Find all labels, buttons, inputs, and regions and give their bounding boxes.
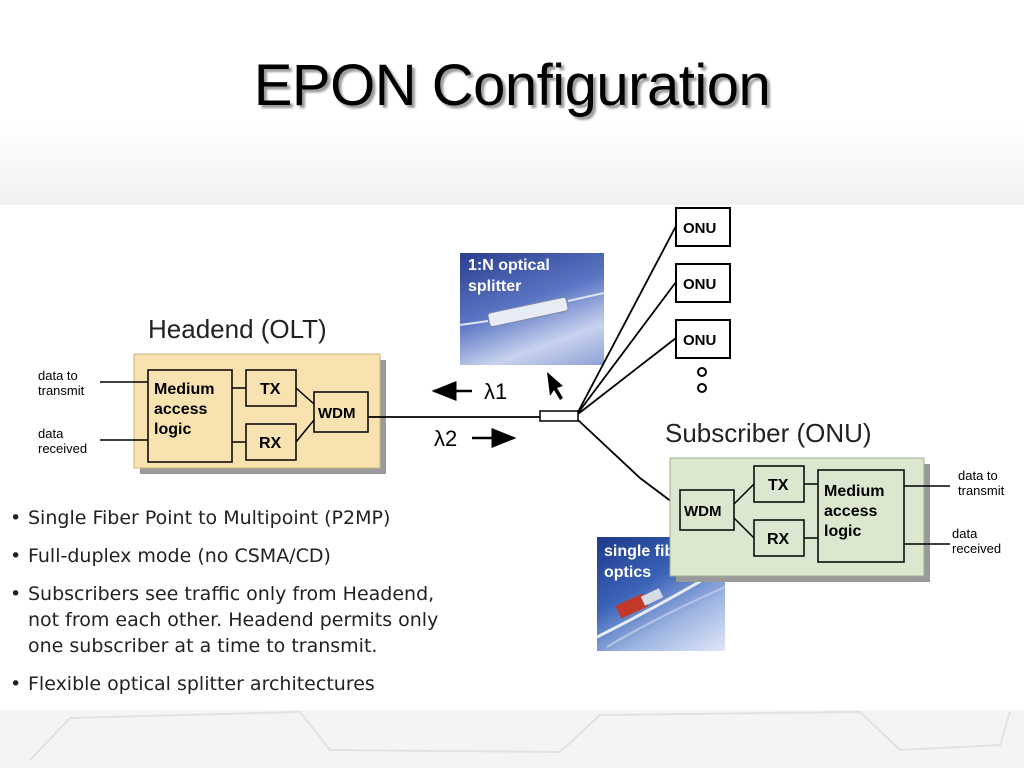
slide-footer-background <box>0 710 1024 768</box>
bullet-text-line1: Subscribers see traffic only from Headen… <box>28 583 435 605</box>
wavelength-downstream-label: λ2 <box>434 426 457 451</box>
splitter-symbol <box>539 410 579 422</box>
onu-box-2-label: ONU <box>683 276 716 293</box>
footer-decoration <box>29 710 1011 761</box>
onu-mac-block <box>817 469 905 563</box>
onu-tx-label: TX <box>768 477 789 494</box>
onu-mac-line3: logic <box>824 523 861 540</box>
branch-fiber-2 <box>577 281 677 414</box>
onu-box-3-label: ONU <box>683 332 716 349</box>
splitter-pointer-icon <box>547 372 563 400</box>
olt-tx-label: TX <box>260 381 281 398</box>
ellipsis-dot-1 <box>697 367 707 377</box>
olt-rx-block <box>245 423 297 461</box>
olt-output-label-line1: data <box>38 426 64 441</box>
bullet-list: Single Fiber Point to Multipoint (P2MP) … <box>8 505 528 709</box>
onu-output-label-line1: data to <box>958 468 998 483</box>
olt-rx-label: RX <box>259 435 282 452</box>
bullet-item: Subscribers see traffic only from Headen… <box>8 581 528 659</box>
onu-output-label-line2: transmit <box>958 483 1005 498</box>
olt-mac-block <box>147 369 233 463</box>
olt-output-label-line2: received <box>38 441 87 456</box>
olt-wdm-block <box>313 391 369 433</box>
olt-input-label-line2: transmit <box>38 383 85 398</box>
wavelength-upstream-label: λ1 <box>484 379 507 404</box>
onu-box-3 <box>675 319 731 359</box>
bullet-item: Full-duplex mode (no CSMA/CD) <box>8 543 528 569</box>
slide-header-background <box>0 0 1024 205</box>
branch-fiber-3 <box>577 337 677 415</box>
olt-wdm-label: WDM <box>318 405 356 422</box>
branch-fiber-subscriber <box>577 419 681 509</box>
onu-box-1-label: ONU <box>683 220 716 237</box>
olt-mac-line1: Medium <box>154 381 214 398</box>
splitter-photo-label-line2: splitter <box>468 278 522 295</box>
splitter-device-icon <box>460 292 604 328</box>
onu-mac-line2: access <box>824 503 877 520</box>
bullet-text: Flexible optical splitter architectures <box>28 673 375 695</box>
olt-mac-line3: logic <box>154 421 191 438</box>
onu-mac-line1: Medium <box>824 483 884 500</box>
olt-input-label-line1: data to <box>38 368 78 383</box>
olt-mac-line2: access <box>154 401 207 418</box>
onu-rx-label: RX <box>767 531 790 548</box>
fiber-photo-label-line1: single fiber <box>604 543 690 560</box>
fiber-photo-label-line2: optics <box>604 564 652 581</box>
onu-box-1 <box>675 207 731 247</box>
bullet-text-line2: not from each other. Headend permits onl… <box>28 609 439 631</box>
bullet-item: Flexible optical splitter architectures <box>8 671 528 697</box>
subscriber-heading: Subscriber (ONU) <box>665 418 872 448</box>
headend-heading: Headend (OLT) <box>148 314 327 344</box>
onu-tx-block <box>753 465 805 503</box>
onu-input-label-line1: data <box>952 526 978 541</box>
slide-title: EPON Configuration <box>253 53 771 118</box>
bullet-text-line3: one subscriber at a time to transmit. <box>28 635 378 657</box>
onu-input-label-line2: received <box>952 541 1001 556</box>
onu-box-2 <box>675 263 731 303</box>
branch-fiber-1 <box>577 225 677 413</box>
bullet-text: Full-duplex mode (no CSMA/CD) <box>28 545 331 567</box>
bullet-item: Single Fiber Point to Multipoint (P2MP) <box>8 505 528 531</box>
ellipsis-dot-2 <box>697 383 707 393</box>
onu-wdm-block <box>679 489 735 531</box>
onu-wdm-label: WDM <box>684 503 722 520</box>
bullet-text: Single Fiber Point to Multipoint (P2MP) <box>28 507 391 529</box>
splitter-photo-label-line1: 1:N optical <box>468 257 550 274</box>
splitter-photo: 1:N optical splitter <box>460 253 604 365</box>
